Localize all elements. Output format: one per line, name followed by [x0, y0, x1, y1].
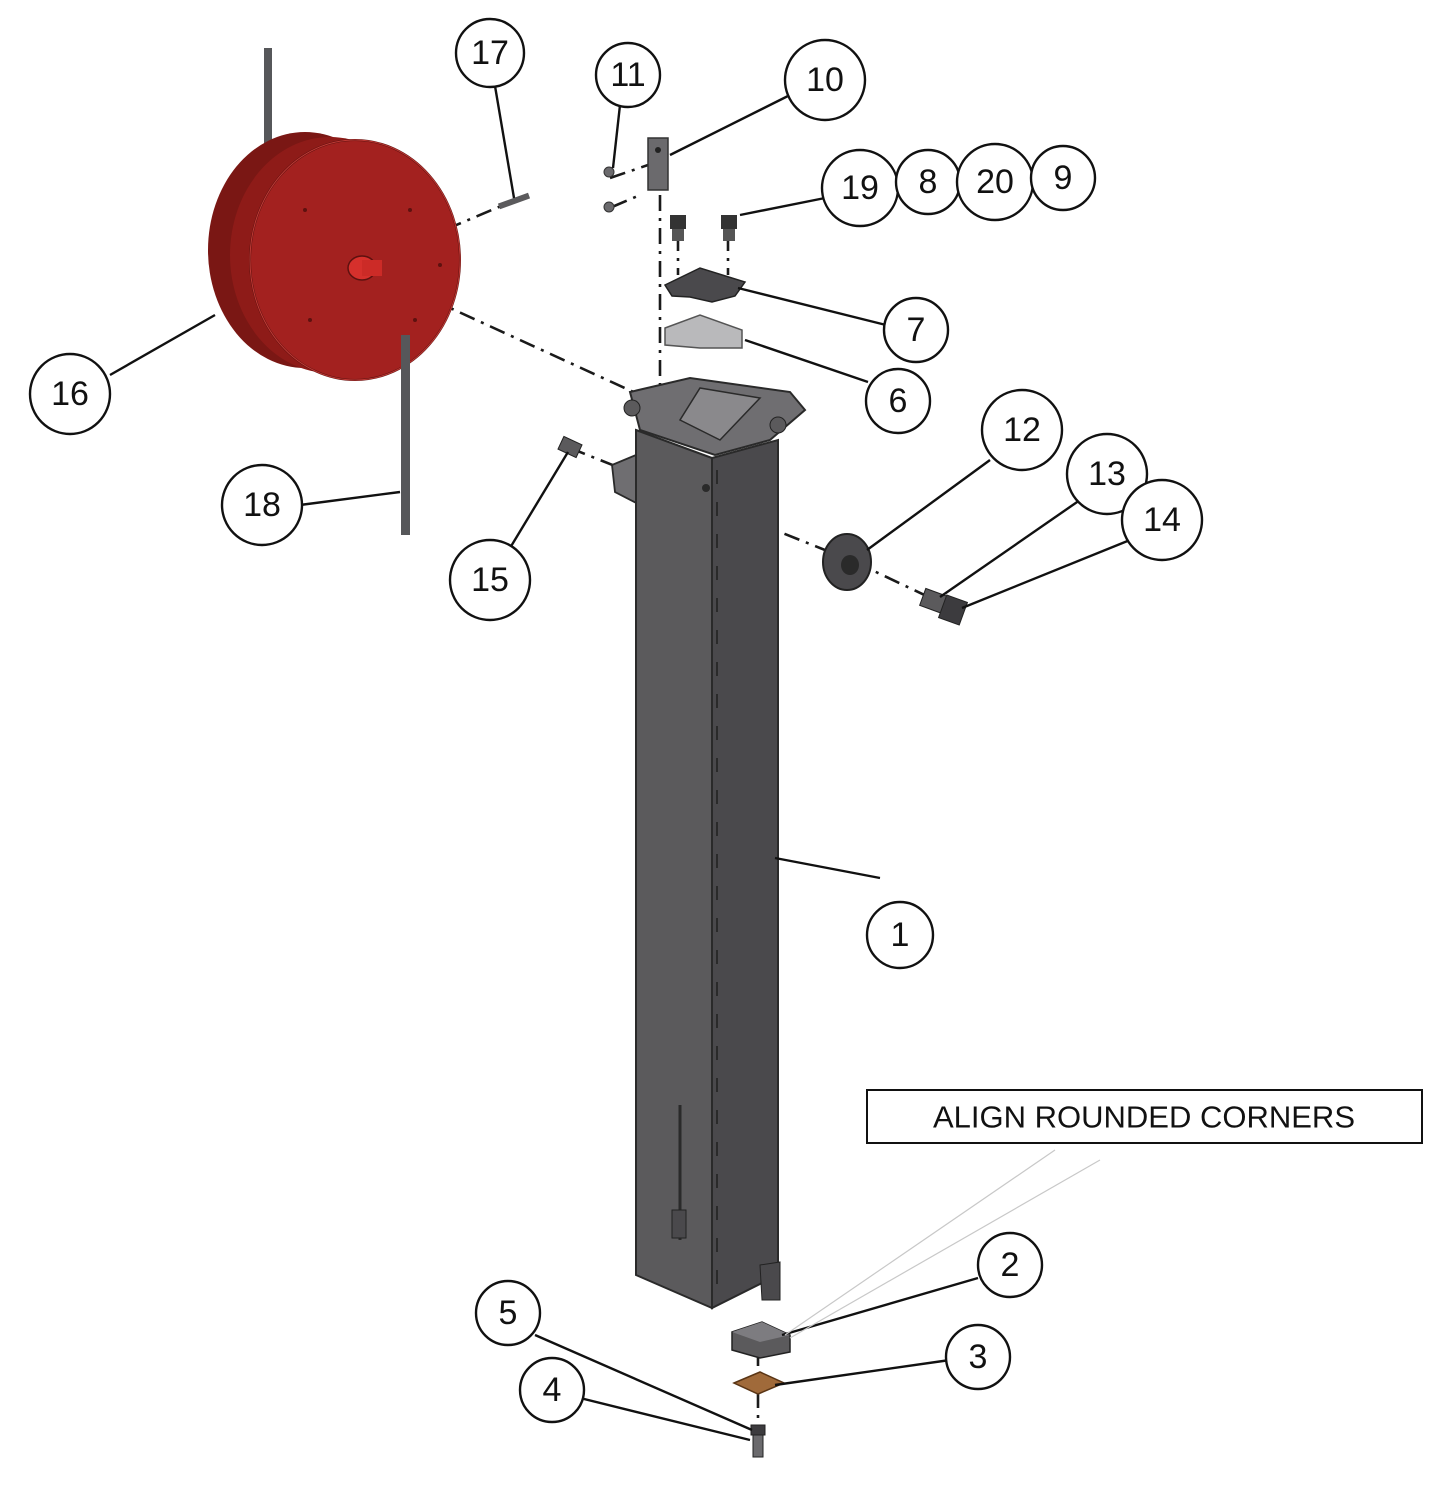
- svg-text:14: 14: [1143, 501, 1181, 539]
- callout-13: 13: [1065, 432, 1149, 516]
- callout-18: 18: [220, 463, 304, 547]
- post-right-face: [711, 438, 779, 1310]
- callout-19: 19: [820, 148, 900, 228]
- callout-11: 11: [594, 41, 662, 109]
- rod-lower: [401, 335, 410, 535]
- svg-text:7: 7: [907, 311, 926, 349]
- plate-7: [663, 267, 747, 303]
- callout-17: 17: [454, 17, 526, 89]
- callout-15: 15: [448, 538, 532, 622]
- pin-17: [497, 192, 531, 210]
- leader-lines: [109, 85, 1131, 1442]
- callout-10: 10: [783, 38, 867, 122]
- block-6: [664, 314, 743, 349]
- svg-text:13: 13: [1088, 455, 1126, 493]
- screw-11b: [603, 201, 615, 213]
- svg-text:10: 10: [806, 61, 844, 99]
- svg-text:12: 12: [1003, 411, 1041, 449]
- callout-5: 5: [474, 1279, 542, 1347]
- top-hardware: [603, 137, 747, 349]
- callout-1: 1: [865, 900, 935, 970]
- main-post: [611, 376, 807, 1310]
- post-left-face: [635, 428, 713, 1310]
- callout-16: 16: [28, 352, 112, 436]
- bolt-left: [670, 215, 686, 241]
- svg-text:18: 18: [243, 486, 281, 524]
- callout-8: 8: [894, 148, 962, 216]
- svg-text:2: 2: [1001, 1246, 1020, 1284]
- callout-12: 12: [980, 388, 1064, 472]
- svg-text:1: 1: [891, 916, 910, 954]
- callout-4: 4: [518, 1356, 586, 1424]
- screw-11a: [603, 166, 615, 178]
- callout-20: 20: [955, 142, 1035, 222]
- bottom-hardware: [731, 1321, 791, 1458]
- svg-text:9: 9: [1054, 159, 1073, 197]
- svg-text:8: 8: [919, 163, 938, 201]
- svg-text:6: 6: [889, 382, 908, 420]
- svg-text:15: 15: [471, 561, 509, 599]
- svg-text:5: 5: [499, 1294, 518, 1332]
- bolt-right: [721, 215, 737, 241]
- callout-9: 9: [1029, 144, 1097, 212]
- callout-14: 14: [1120, 478, 1204, 562]
- callout-2: 2: [976, 1231, 1044, 1299]
- bracket-10: [647, 137, 669, 191]
- callouts: 17 11 10 19 8 20 9 7: [28, 17, 1204, 1424]
- callout-6: 6: [864, 367, 932, 435]
- pin-15: [557, 435, 583, 459]
- svg-text:4: 4: [543, 1371, 562, 1409]
- svg-text:20: 20: [976, 163, 1014, 201]
- svg-text:11: 11: [610, 56, 645, 94]
- side-hardware: [557, 435, 969, 626]
- bolt-13-14: [919, 587, 969, 626]
- align-note: ALIGN ROUNDED CORNERS: [866, 1089, 1423, 1144]
- svg-text:3: 3: [969, 1338, 988, 1376]
- align-note-text: ALIGN ROUNDED CORNERS: [933, 1100, 1355, 1135]
- reel-assembly: [208, 48, 531, 535]
- pad-3: [732, 1371, 786, 1395]
- screw-4-5: [750, 1424, 766, 1458]
- svg-text:16: 16: [51, 375, 89, 413]
- callout-7: 7: [882, 296, 950, 364]
- svg-text:19: 19: [841, 169, 879, 207]
- svg-text:17: 17: [471, 34, 509, 72]
- callout-3: 3: [944, 1323, 1012, 1391]
